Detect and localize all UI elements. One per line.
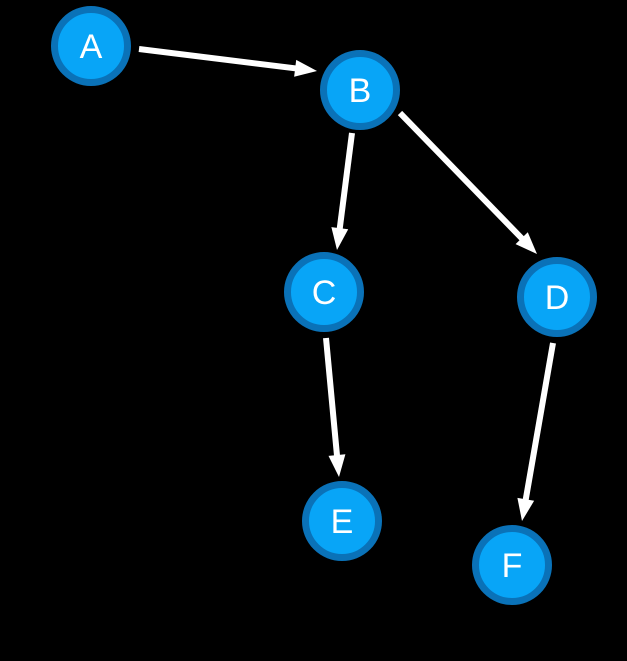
graph-edge[interactable] [397, 110, 537, 254]
edge-line [336, 132, 355, 231]
node-circle [472, 525, 552, 605]
edge-line [522, 342, 556, 502]
graph-edge[interactable] [323, 337, 346, 477]
edge-arrowhead-icon [517, 497, 535, 521]
graph-node-d[interactable]: D [517, 257, 597, 337]
node-layer: A B C D E F [51, 6, 597, 605]
node-circle [320, 50, 400, 130]
graph-edge[interactable] [138, 46, 317, 77]
graph-edge[interactable] [331, 132, 355, 250]
node-label: D [545, 279, 570, 317]
edge-line [323, 337, 341, 458]
graph-node-f[interactable]: F [472, 525, 552, 605]
node-label: F [502, 547, 523, 585]
edge-arrowhead-icon [515, 232, 537, 254]
node-label: A [80, 28, 103, 66]
graph-node-c[interactable]: C [284, 252, 364, 332]
graph-node-e[interactable]: E [302, 481, 382, 561]
node-circle [517, 257, 597, 337]
node-label: C [312, 274, 337, 312]
edge-arrowhead-icon [331, 227, 349, 250]
edge-line [138, 46, 298, 72]
edge-arrowhead-icon [294, 59, 317, 77]
node-circle [51, 6, 131, 86]
graph-node-b[interactable]: B [320, 50, 400, 130]
graph-node-a[interactable]: A [51, 6, 131, 86]
edge-arrowhead-icon [328, 454, 346, 477]
node-label: E [331, 503, 354, 541]
node-circle [284, 252, 364, 332]
node-circle [302, 481, 382, 561]
edge-line [397, 110, 526, 242]
node-label: B [349, 72, 372, 110]
edge-layer [138, 46, 556, 521]
graph-edge[interactable] [517, 342, 556, 521]
